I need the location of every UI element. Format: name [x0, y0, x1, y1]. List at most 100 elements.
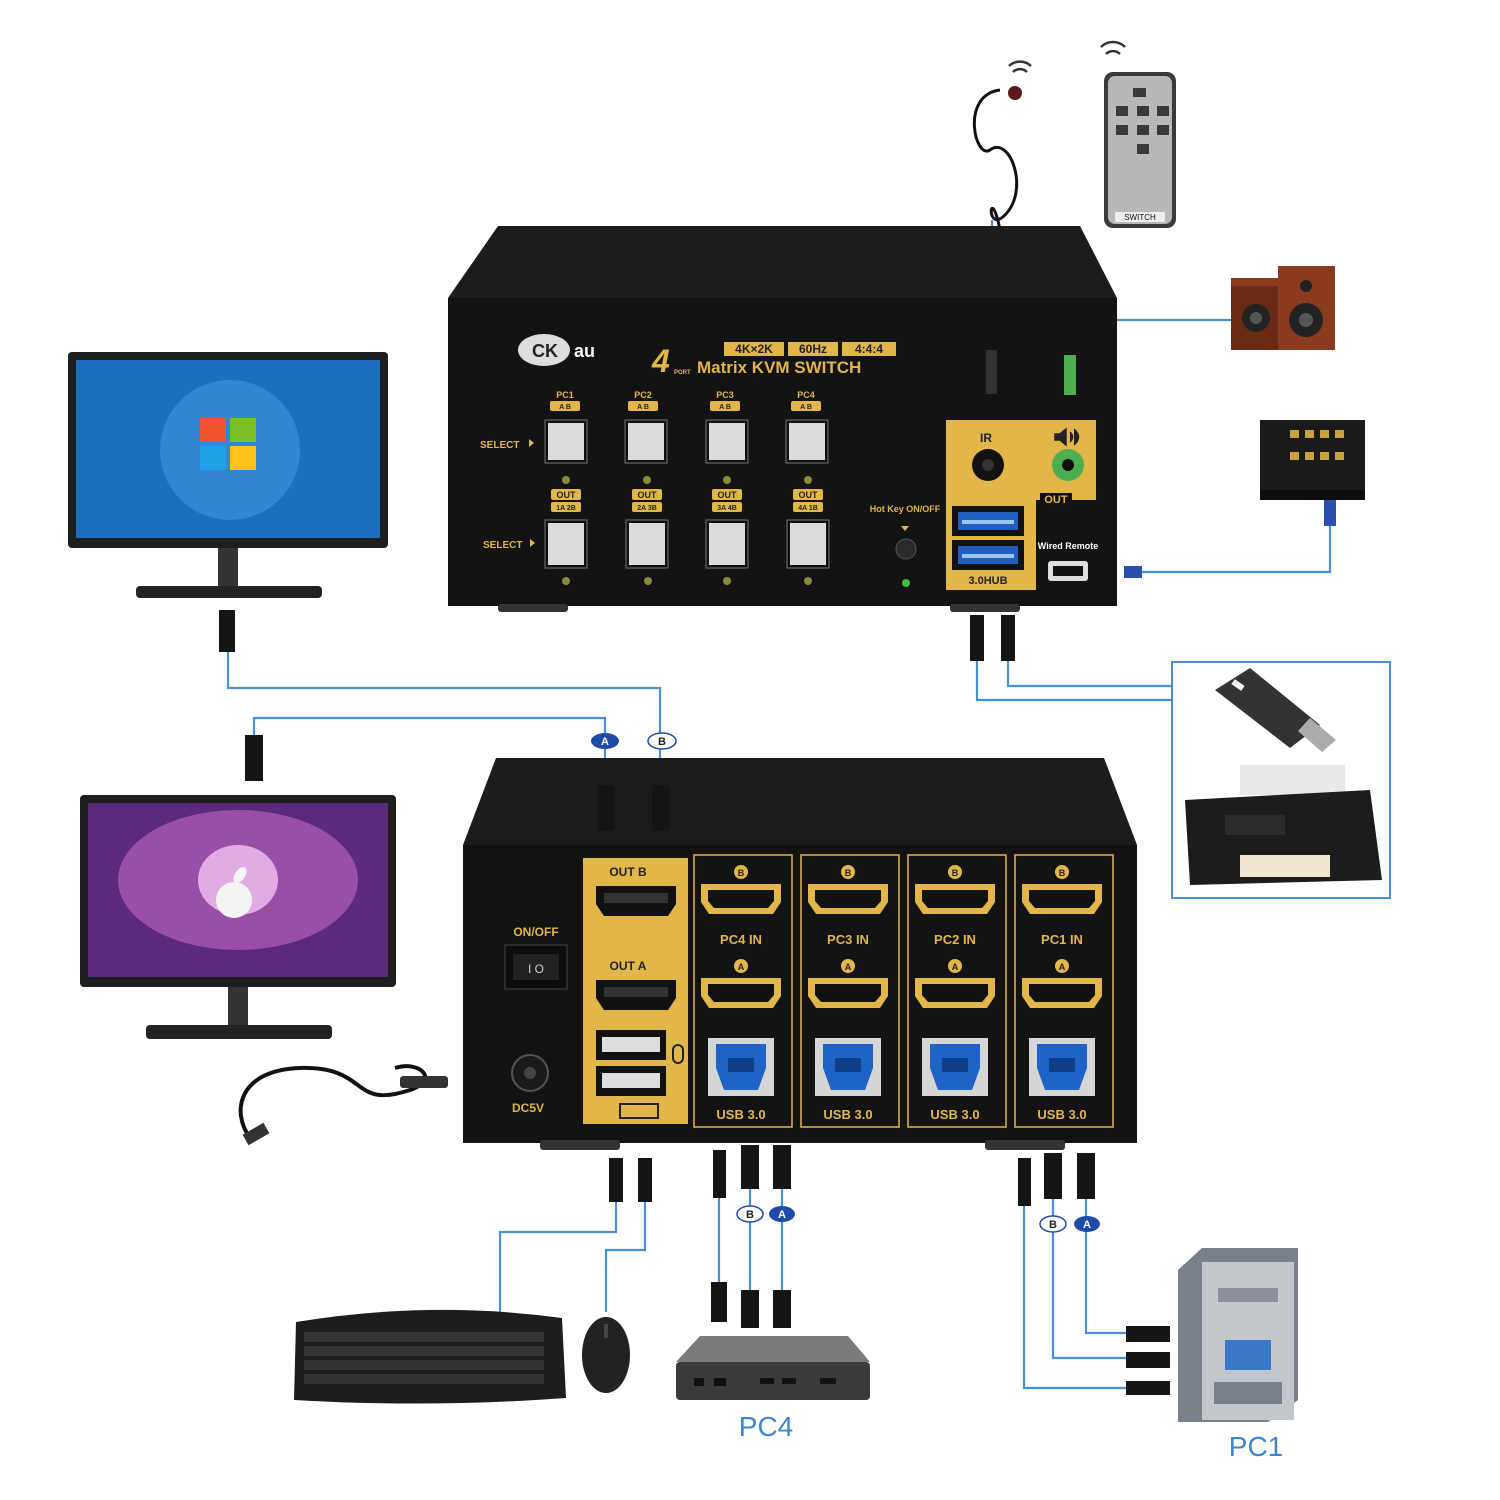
brand-prefix: CK — [532, 341, 558, 361]
pc1-usb3-port[interactable] — [1029, 1038, 1095, 1096]
pc-button-sub: A B — [800, 404, 812, 411]
port-b-badge: B — [952, 868, 959, 878]
pc-button-sub: A B — [559, 404, 571, 411]
usb-keyboard-port[interactable] — [596, 1066, 666, 1096]
out-2a-3b-select-button[interactable]: OUT 2A 3B — [625, 489, 669, 585]
usb-b-plug-icon — [711, 1282, 727, 1322]
pc4-input-section: B PC4 IN A USB 3.0 — [693, 854, 793, 1128]
arrow-right-icon — [529, 439, 534, 447]
wifi-signal-icon — [1100, 40, 1126, 55]
led-indicator — [644, 577, 652, 585]
pc4-usb3-port[interactable] — [708, 1038, 774, 1096]
ir-remote-control[interactable]: SWITCH — [1100, 40, 1176, 228]
led-indicator — [804, 577, 812, 585]
pc-button-sub: A B — [637, 404, 649, 411]
ir-receiver-cable — [972, 60, 1032, 231]
out-3a-4b-select-button[interactable]: OUT 3A 4B — [705, 489, 749, 585]
pc2-hdmi-in-b-port[interactable] — [915, 884, 995, 914]
pc4-cable-badge-a: A — [769, 1206, 795, 1222]
pc2-hdmi-in-a-port[interactable] — [915, 978, 995, 1008]
cable-badge-b-text: B — [658, 736, 666, 748]
pc4-in-label: PC4 IN — [720, 932, 762, 947]
pc1-hdmi-in-a-port[interactable] — [1022, 978, 1102, 1008]
hotkey-toggle-button[interactable]: Hot Key ON/OFF — [870, 504, 941, 587]
out-4a-1b-select-button[interactable]: OUT 4A 1B — [786, 489, 830, 585]
pc-button-label: PC2 — [634, 390, 652, 400]
brand-logo — [518, 334, 570, 366]
pc2-select-button[interactable]: PC2 A B — [624, 390, 668, 484]
power-switch[interactable]: I O — [504, 944, 568, 990]
pc1-tower-computer — [1178, 1248, 1298, 1422]
cable-badge-a-text: A — [1083, 1219, 1091, 1231]
pc2-input-section: B PC2 IN A USB 3.0 — [907, 854, 1007, 1128]
keyboard-icon — [619, 1103, 659, 1119]
hdmi-out-a-port[interactable] — [596, 980, 676, 1010]
spec-badge-resolution: 4K×2K — [735, 342, 773, 356]
speakers-icon — [1231, 266, 1335, 350]
pc1-hdmi-in-b-port[interactable] — [1022, 884, 1102, 914]
usb-mouse-port[interactable] — [596, 1030, 666, 1060]
pc4-select-button[interactable]: PC4 A B — [785, 390, 829, 484]
keyboard-icon — [294, 1309, 566, 1404]
pc1-usb-label: USB 3.0 — [1037, 1107, 1086, 1122]
port-a-badge: A — [952, 962, 959, 972]
pc3-hdmi-in-b-port[interactable] — [808, 884, 888, 914]
usb-plug-icon — [970, 615, 984, 661]
arrow-right-icon — [530, 539, 535, 547]
wifi-signal-icon — [1008, 60, 1032, 73]
out-b-label: OUT B — [609, 865, 647, 879]
out-button-label: OUT — [799, 490, 819, 500]
pc1-select-button[interactable]: PC1 A B — [544, 390, 588, 484]
usb-plug-icon — [1001, 615, 1015, 661]
pc3-hdmi-in-a-port[interactable] — [808, 978, 888, 1008]
hdmi-plug-icon — [741, 1290, 759, 1328]
wired-remote-port[interactable] — [1048, 561, 1088, 581]
mouse-icon — [582, 1317, 630, 1393]
dc-label: DC5V — [512, 1101, 544, 1115]
cable-badge-a: A — [591, 733, 619, 749]
arrow-down-icon — [901, 526, 909, 531]
out-1a-2b-select-button[interactable]: OUT 1A 2B — [544, 489, 588, 585]
usb-flash-drive-icon — [1215, 668, 1336, 752]
usb-plug-icon — [1126, 1381, 1170, 1395]
out-button-label: OUT — [638, 490, 658, 500]
usb-hub-port-1[interactable] — [952, 506, 1024, 536]
audio-out-label: OUT — [1044, 494, 1068, 506]
out-button-sub: 1A 2B — [556, 505, 576, 512]
pc3-input-section: B PC3 IN A USB 3.0 — [800, 854, 900, 1128]
led-indicator — [723, 577, 731, 585]
audio-plug-icon — [1064, 355, 1076, 395]
pc3-usb3-port[interactable] — [815, 1038, 881, 1096]
usb-hub-port-2[interactable] — [952, 540, 1024, 570]
apple-logo-icon — [216, 867, 252, 918]
dc-power-jack[interactable] — [511, 1054, 549, 1092]
hdmi-out-b-port[interactable] — [596, 886, 676, 916]
hotkey-label: Hot Key ON/OFF — [870, 504, 941, 514]
wired-remote-box[interactable] — [1260, 420, 1365, 500]
cable-badge-b: B — [647, 732, 677, 750]
hdmi-plug-icon — [245, 735, 263, 781]
pc4-hdmi-in-a-port[interactable] — [701, 978, 781, 1008]
pc-button-sub: A B — [719, 404, 731, 411]
spec-badges: 4K×2K 60Hz 4:4:4 — [724, 342, 896, 356]
monitor-mac — [80, 795, 396, 1039]
pc-button-label: PC3 — [716, 390, 734, 400]
pc4-hdmi-in-b-port[interactable] — [701, 884, 781, 914]
pc2-usb3-port[interactable] — [922, 1038, 988, 1096]
led-indicator — [562, 577, 570, 585]
speaker-icon — [1054, 427, 1080, 447]
ir-jack[interactable] — [972, 449, 1004, 481]
pc1-label: PC1 — [1229, 1431, 1283, 1462]
spec-badge-refresh: 60Hz — [799, 342, 827, 356]
pc-button-label: PC1 — [556, 390, 574, 400]
pc3-select-button[interactable]: PC3 A B — [705, 390, 749, 484]
led-indicator — [643, 476, 651, 484]
out-button-sub: 3A 4B — [717, 505, 737, 512]
kvm-front-panel: CK au 4 PORT 4K×2K 60Hz 4:4:4 Matrix KVM… — [448, 226, 1117, 612]
audio-out-jack[interactable] — [1052, 449, 1084, 481]
ir-sensor-icon — [1008, 86, 1022, 100]
monitor-windows — [68, 352, 388, 598]
port-a-badge: A — [738, 962, 745, 972]
cable-badge-b-text: B — [746, 1209, 754, 1221]
